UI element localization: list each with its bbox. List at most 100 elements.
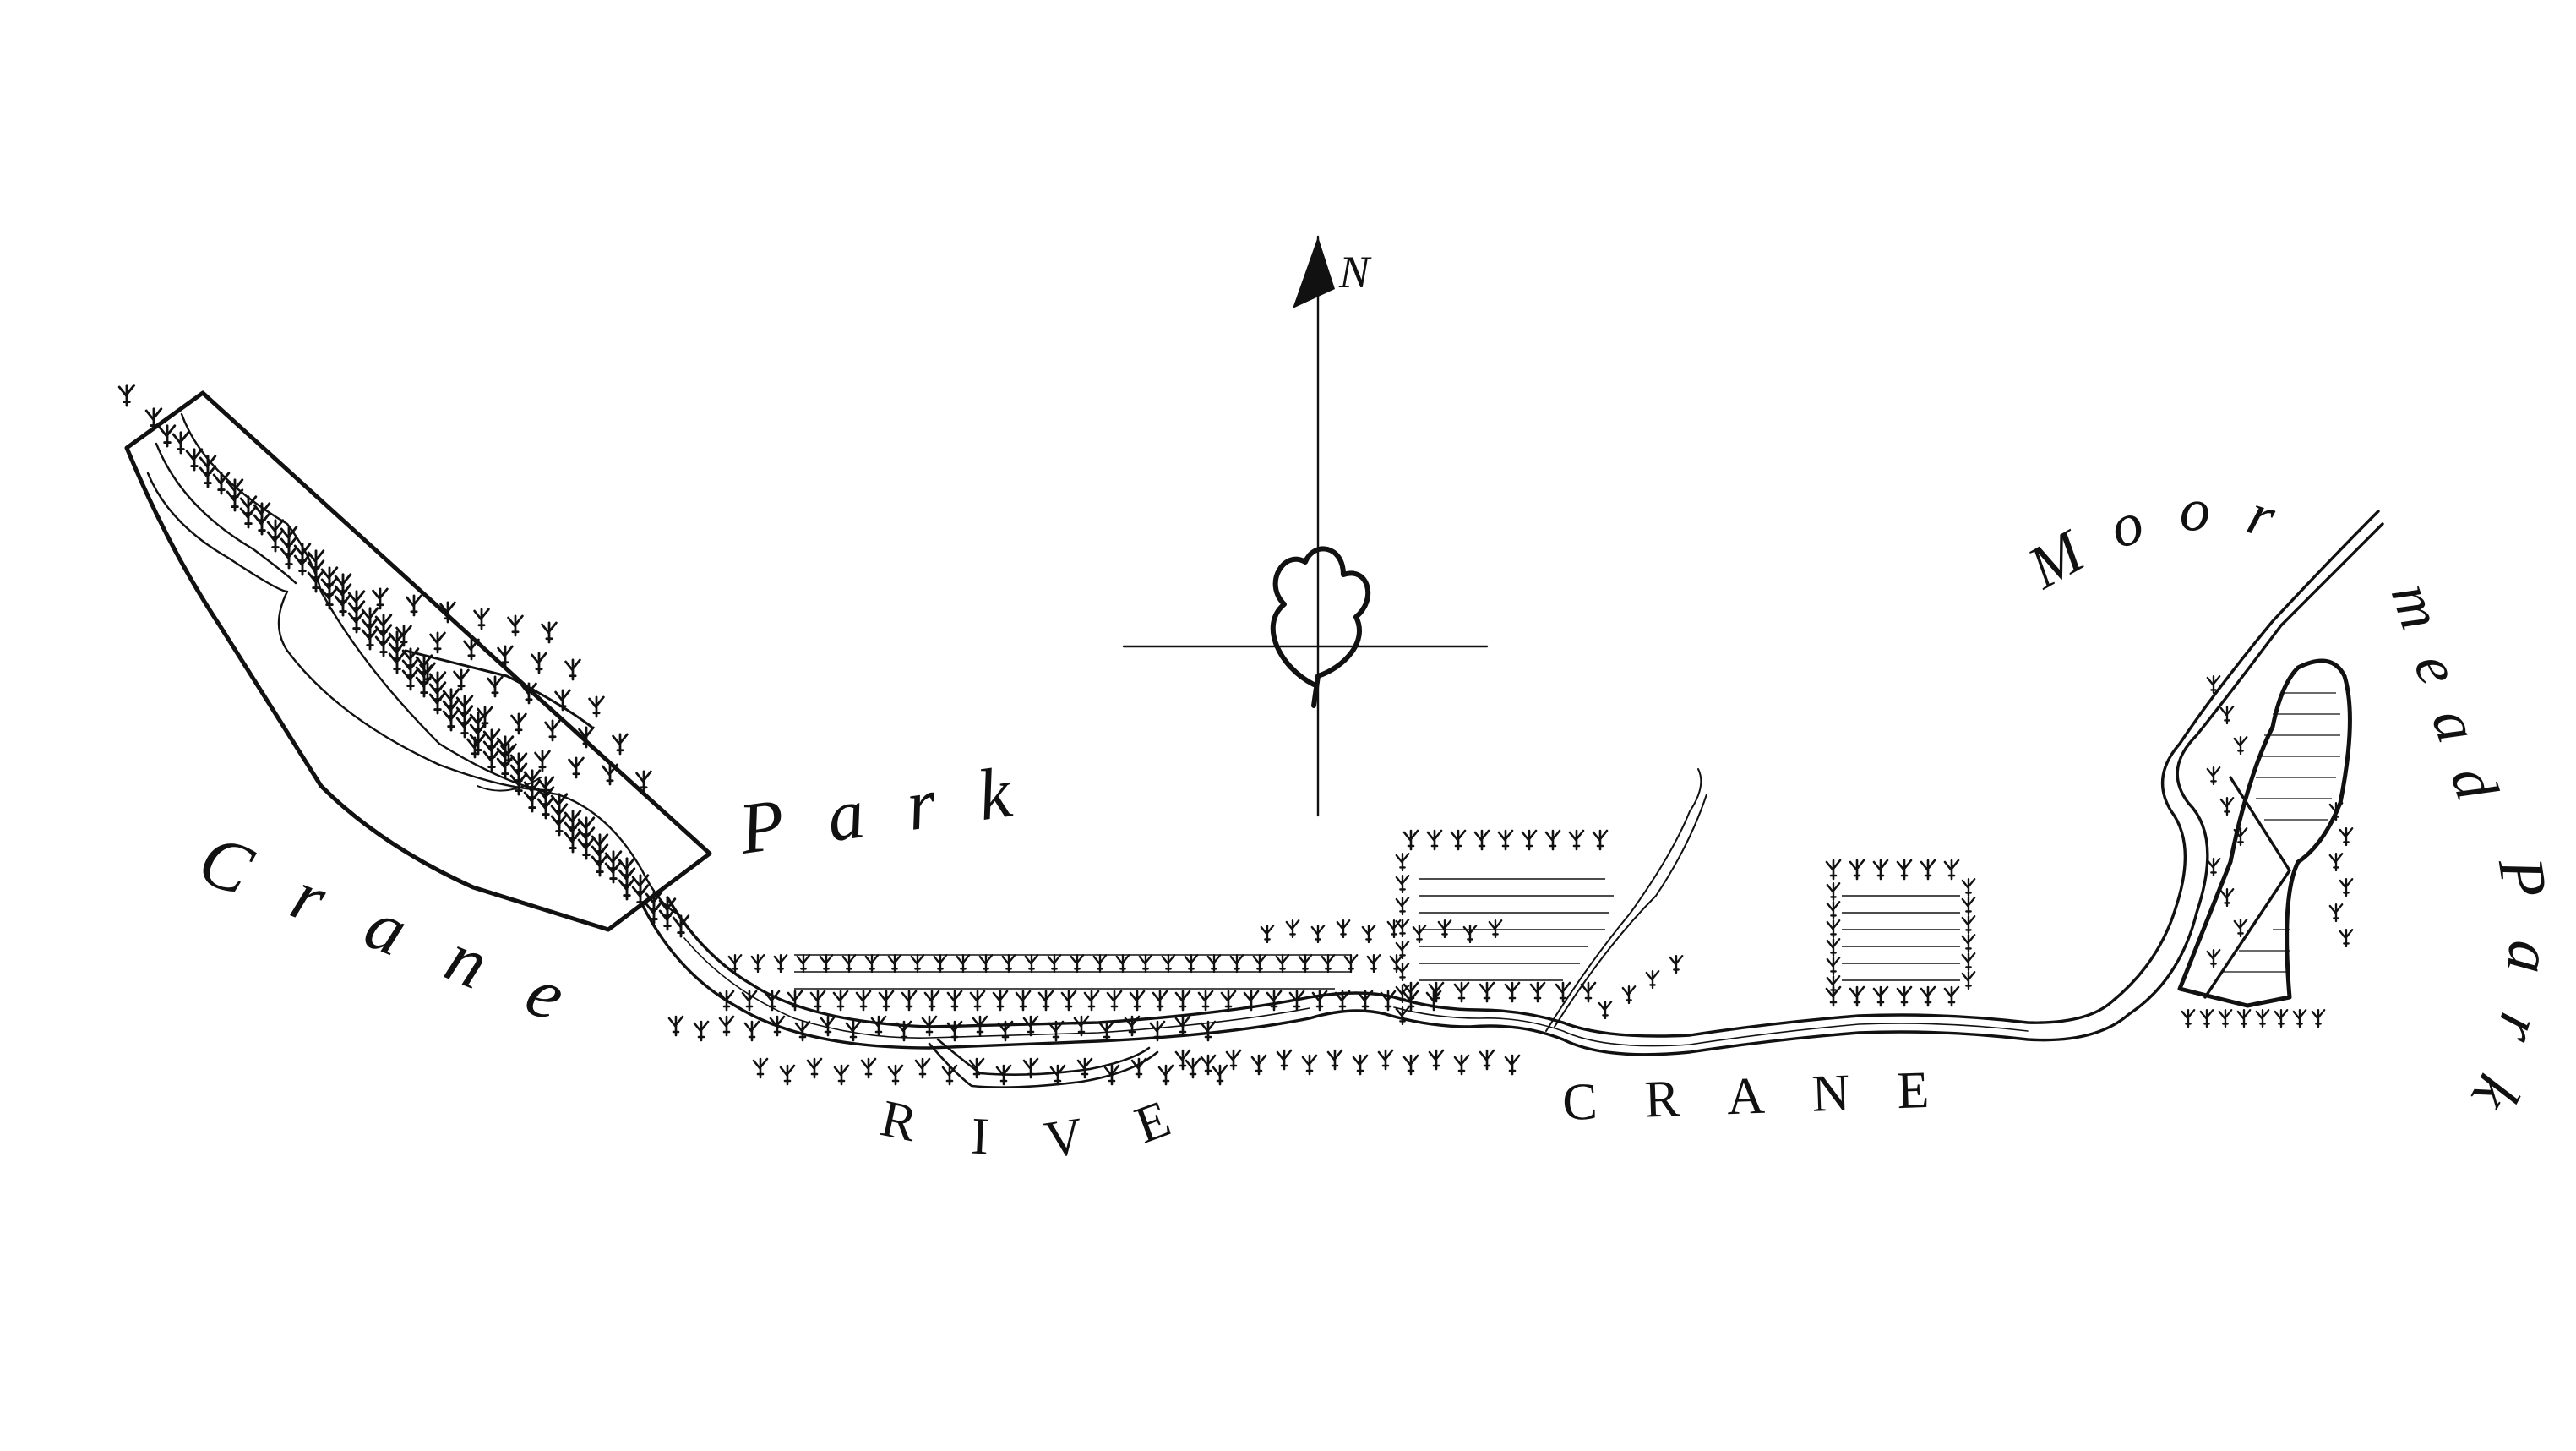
- tree-icon: [117, 384, 136, 407]
- tree-icon: [1568, 829, 1585, 851]
- tree-icon: [752, 1057, 769, 1079]
- tree-icon: [1479, 1049, 1495, 1071]
- tree-icon: [1961, 915, 1976, 935]
- tree-icon: [997, 1020, 1014, 1042]
- tree-icon: [1669, 955, 1684, 974]
- tree-icon: [568, 756, 585, 779]
- tree-icon: [1825, 859, 1842, 881]
- tree-icon: [1961, 878, 1976, 897]
- tree-icon: [1103, 1064, 1120, 1086]
- tree-icon: [1896, 859, 1913, 881]
- tree-icon: [2206, 766, 2221, 786]
- tree-icon: [1462, 925, 1478, 944]
- tree-icon: [453, 668, 470, 691]
- tree-icon: [1529, 981, 1546, 1003]
- tree-icon: [1326, 1049, 1343, 1071]
- compass-rose: N: [1122, 235, 1489, 817]
- tree-icon: [293, 553, 312, 576]
- tree-icon: [2311, 1009, 2326, 1028]
- tree-icon: [667, 1015, 684, 1037]
- tree-icon: [992, 990, 1009, 1012]
- tree-icon: [2233, 736, 2248, 756]
- tree-icon: [1872, 859, 1889, 881]
- tree-icon: [1285, 919, 1300, 939]
- tree-icon: [1598, 1001, 1613, 1020]
- tree-icon: [2292, 1009, 2307, 1028]
- tree-icon: [1544, 829, 1561, 851]
- tree-icon: [482, 749, 501, 772]
- tree-icon: [1334, 990, 1351, 1012]
- tree-icon: [1943, 859, 1960, 881]
- tree-icon: [769, 1015, 786, 1037]
- tree-icon: [591, 854, 609, 877]
- tree-icon: [841, 954, 857, 974]
- tree-icon: [463, 638, 480, 661]
- tree-icon: [870, 1015, 887, 1037]
- tree-icon: [239, 505, 258, 529]
- tree-icon: [1098, 1020, 1115, 1042]
- crane-park-inner-boundary: [404, 649, 593, 728]
- tree-icon: [1015, 990, 1032, 1012]
- tree-icon: [1961, 952, 1976, 972]
- tree-icon: [773, 954, 788, 974]
- tree-icon: [2206, 949, 2221, 968]
- tree-icon: [347, 610, 366, 634]
- tree-icon: [2236, 1009, 2252, 1028]
- tree-icon: [577, 837, 596, 860]
- tree-icon: [809, 990, 826, 1012]
- tree-icon: [2339, 929, 2354, 948]
- tree-icon: [1184, 954, 1199, 974]
- tree-icon: [2328, 903, 2344, 923]
- meadow-field-center: [1419, 878, 1614, 981]
- tree-icon: [1024, 954, 1039, 974]
- tree-icon: [1453, 981, 1470, 1003]
- tree-icon: [878, 990, 895, 1012]
- tree-icon: [1402, 1054, 1419, 1076]
- tree-icon: [1426, 829, 1443, 851]
- crane-park-boundary: [124, 390, 712, 932]
- tree-icon: [1174, 1049, 1191, 1071]
- tree-icon: [541, 621, 558, 644]
- tree-icon: [1229, 954, 1244, 974]
- tree-icon: [523, 789, 542, 813]
- tree-icon: [1395, 919, 1410, 938]
- tree-icon: [199, 465, 217, 488]
- tree-icon: [969, 990, 986, 1012]
- tree-icon: [901, 990, 918, 1012]
- tree-icon: [334, 593, 352, 617]
- tree-icon: [455, 715, 474, 739]
- tree-icon: [1275, 954, 1290, 974]
- tree-icon: [1395, 963, 1410, 982]
- tree-icon: [1479, 981, 1495, 1003]
- meadow-field-right: [1842, 895, 1960, 981]
- tree-icon: [1225, 1049, 1242, 1071]
- tree-icon: [1124, 1015, 1141, 1037]
- tree-icon: [718, 1015, 735, 1037]
- tree-icon: [1361, 925, 1376, 944]
- tree-icon: [1200, 1020, 1217, 1042]
- tree-icon: [1621, 985, 1637, 1005]
- tree-icon: [1849, 859, 1865, 881]
- tree-icon: [564, 830, 582, 854]
- tree-icon: [507, 614, 524, 637]
- tree-icon: [544, 719, 561, 742]
- tree-icon: [1060, 990, 1077, 1012]
- tree-icon: [564, 658, 581, 681]
- tree-icon: [1428, 1049, 1445, 1071]
- tree-icon: [1920, 859, 1936, 881]
- tree-icon: [2181, 1009, 2196, 1028]
- compass-center-mark-icon: [1270, 546, 1371, 708]
- tree-icon: [1826, 957, 1841, 976]
- tree-icon: [1343, 954, 1359, 974]
- tree-icon: [864, 954, 880, 974]
- tree-icon: [779, 1064, 796, 1086]
- tree-icon: [1896, 985, 1913, 1007]
- tree-icon: [1001, 954, 1016, 974]
- tree-icon: [1336, 919, 1351, 939]
- tree-icon: [1826, 882, 1841, 902]
- tree-icon: [1504, 981, 1521, 1003]
- north-letter: N: [1338, 247, 1372, 297]
- tree-icon: [2206, 858, 2221, 877]
- tree-icon: [428, 691, 447, 715]
- tree-icon: [1380, 990, 1397, 1012]
